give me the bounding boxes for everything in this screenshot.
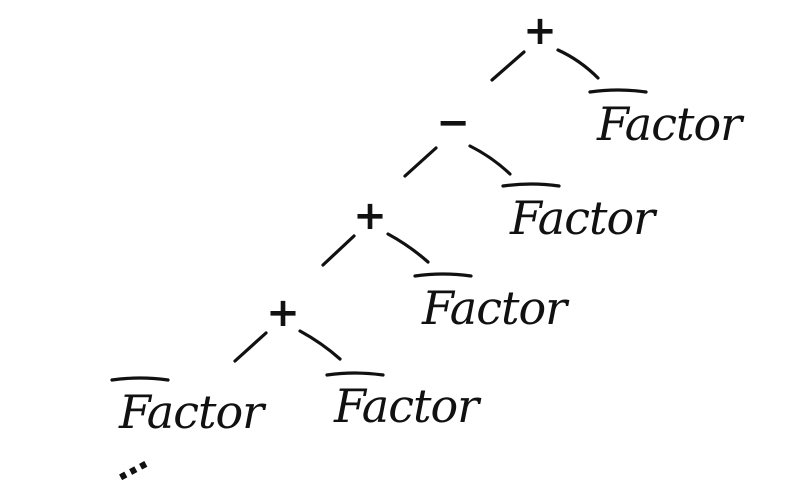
continuation-ellipsis: ⋯ [109, 446, 158, 497]
factor-flourish-1 [588, 88, 648, 94]
edge-plus2-right [386, 232, 430, 264]
factor-flourish-4 [325, 371, 385, 377]
edge-plus3-left [233, 331, 268, 363]
edge-root-left [490, 50, 526, 82]
edge-minus-left [403, 146, 438, 178]
edge-plus3-right [298, 329, 342, 361]
factor-flourish-5 [110, 376, 170, 382]
factor-node-4: Factor [333, 379, 482, 433]
factor-node-2: Factor [509, 191, 658, 245]
operator-minus: − [436, 100, 470, 146]
factor-node-5: Factor [118, 385, 267, 439]
operator-root-plus: + [523, 8, 557, 54]
edge-minus-right [468, 144, 512, 176]
operator-plus-2: + [353, 193, 387, 239]
edge-root-right [556, 48, 600, 80]
factor-flourish-2 [501, 182, 561, 188]
edge-plus2-left [321, 234, 356, 267]
factor-node-3: Factor [421, 281, 570, 335]
operator-plus-3: + [266, 290, 300, 336]
factor-node-1: Factor [596, 97, 745, 151]
factor-flourish-3 [413, 272, 473, 278]
